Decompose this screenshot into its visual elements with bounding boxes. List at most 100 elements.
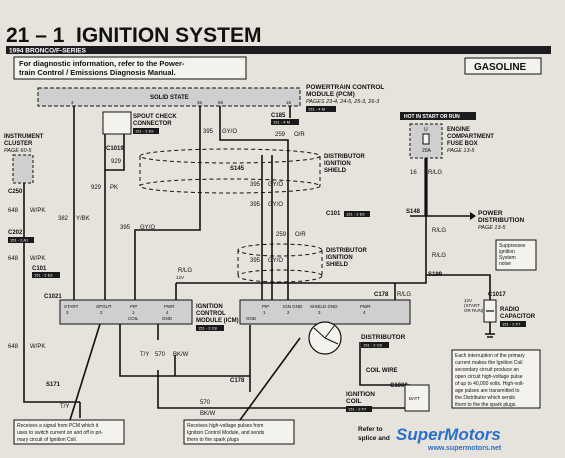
wire-259-f: 259 bbox=[276, 232, 287, 238]
spout-label-1: SPOUT CHECK bbox=[133, 114, 177, 120]
hot-label: HOT IN START OR RUN bbox=[404, 114, 460, 120]
hot-label-bar bbox=[400, 112, 476, 120]
c101-code: 151 - 2 E9 bbox=[34, 273, 53, 278]
wire-gyo-top: GY/O bbox=[222, 129, 237, 135]
ignition-coil bbox=[404, 384, 430, 412]
fuse-20a bbox=[422, 133, 430, 145]
wire-ybk: Y/BK bbox=[76, 216, 90, 222]
svg-text:PWR: PWR bbox=[164, 304, 175, 309]
splice-c250: C250 bbox=[8, 189, 23, 195]
pcm-pages: PAGES 23-4, 24-5, 25-3, 26-3 bbox=[306, 99, 380, 105]
coil-label-1: IGNITION bbox=[346, 391, 375, 398]
wire-gyo-c: GY/O bbox=[140, 225, 155, 231]
wire-wpk-a: W/PK bbox=[30, 208, 45, 214]
pcm-label-2: MODULE (PCM) bbox=[306, 91, 355, 98]
svg-text:them to fire the spark plugs.: them to fire the spark plugs. bbox=[455, 402, 517, 408]
svg-text:Receives a signal from PCM whi: Receives a signal from PCM which it bbox=[17, 423, 99, 429]
wire-382: 382 bbox=[58, 216, 69, 222]
svg-text:IGN GND: IGN GND bbox=[283, 304, 303, 309]
svg-text:Ignition Control Module, and s: Ignition Control Module, and sends bbox=[187, 430, 265, 436]
c185-code-pill bbox=[271, 119, 299, 125]
svg-text:open circuit high-voltage puls: open circuit high-voltage pulse bbox=[455, 374, 523, 380]
svg-text:current makes the Ignition Coi: current makes the Ignition Coil bbox=[455, 360, 523, 366]
distributor-code-pill bbox=[361, 342, 389, 348]
fuse-rating: 20A bbox=[422, 148, 432, 154]
distributor-rotor-arms bbox=[313, 325, 339, 345]
coil-code: 151 - 2 F7 bbox=[348, 407, 367, 412]
svg-text:3: 3 bbox=[66, 310, 69, 315]
hv-note: Receives high-voltage pulses from Igniti… bbox=[187, 423, 265, 443]
svg-text:uses to switch current on and: uses to switch current on and off in pri… bbox=[17, 430, 103, 436]
splice-c101-left: C101 bbox=[32, 266, 47, 272]
radio-cap-code: 151 - 2 F7 bbox=[502, 322, 521, 327]
shield-bottom-label-3: SHIELD bbox=[326, 262, 349, 268]
coil-label-2: COIL bbox=[346, 398, 362, 405]
splice-c1019: C1019 bbox=[106, 146, 124, 152]
icm-start-run-1: 12V bbox=[176, 275, 184, 280]
wire-gyo-e: GY/O bbox=[268, 202, 283, 208]
diagnostic-note-box bbox=[13, 56, 247, 80]
shield-bottom-label-2: IGNITION bbox=[326, 255, 353, 261]
icm-label-1: IGNITION bbox=[196, 304, 223, 310]
svg-text:Each interruption of the prima: Each interruption of the primary bbox=[455, 353, 525, 359]
wire-648-a: 648 bbox=[8, 208, 19, 214]
svg-text:START: START bbox=[64, 304, 79, 309]
page-subtitle: 1994 BRONCO/F-SERIES bbox=[9, 48, 87, 55]
splice-c1017: C1017 bbox=[488, 292, 506, 298]
svg-text:3: 3 bbox=[318, 310, 321, 315]
splice-c1021: C1021 bbox=[44, 294, 62, 300]
wire-rlg-a: R/LG bbox=[428, 170, 442, 176]
diagnostic-note-line-1: For diagnostic information, refer to the… bbox=[19, 59, 185, 68]
c185-code: 151 - 4 M bbox=[273, 120, 290, 125]
fuse-box-label-2: COMPARTMENT bbox=[447, 134, 494, 140]
suppress-2: ignition bbox=[499, 249, 515, 255]
fuse-pin: U bbox=[424, 127, 428, 133]
pcm-solid-state: SOLID STATE bbox=[150, 95, 189, 101]
cluster-label-2: CLUSTER bbox=[4, 141, 33, 147]
pcm-label-1: POWERTRAIN CONTROL bbox=[306, 84, 384, 91]
primary-note-box bbox=[451, 349, 541, 409]
svg-text:of up to 40,000 volts. High-vo: of up to 40,000 volts. High-volt- bbox=[455, 381, 525, 387]
wire-395-d: 395 bbox=[250, 182, 261, 188]
cap-note-3: OR RUN) bbox=[464, 308, 484, 313]
wire-259-top: 259 bbox=[275, 132, 286, 138]
wire-wpk-b: W/PK bbox=[30, 256, 45, 262]
wire-ty-b: T/Y bbox=[60, 404, 69, 410]
wire-ty: T/Y bbox=[140, 352, 149, 358]
pcm-pin-36: 36 bbox=[197, 100, 203, 105]
power-dist-label-2: DISTRIBUTION bbox=[478, 217, 525, 224]
diagnostic-note-line-2: train Control / Emissions Diagnosis Manu… bbox=[19, 68, 176, 77]
pcm-signal-note: Receives a signal from PCM which it uses… bbox=[17, 423, 103, 443]
power-dist-label-1: POWER bbox=[478, 210, 503, 217]
watermark: SuperMotors www.supermotors.net bbox=[396, 425, 502, 452]
coil-wire-label: COIL WIRE bbox=[366, 368, 398, 374]
wire-bkw: BK/W bbox=[173, 352, 189, 358]
suppress-1: Suppresses bbox=[499, 243, 526, 249]
svg-text:PIP: PIP bbox=[262, 304, 269, 309]
spout-label-2: CONNECTOR bbox=[133, 121, 172, 127]
icm-pins: START 3 SPOUT 2 PIP 1 PWR 4 COIL GND bbox=[64, 304, 175, 321]
svg-text:COIL: COIL bbox=[128, 316, 139, 321]
wire-rlg-d: R/LG bbox=[432, 253, 446, 259]
svg-text:PWR: PWR bbox=[360, 304, 371, 309]
distributor-module bbox=[239, 299, 411, 325]
power-dist-page: PAGE 13-5 bbox=[478, 225, 506, 231]
distributor-pins: PIP 1 IGN GND 2 SHIELD GND 3 PWR 4 GND bbox=[246, 304, 371, 321]
svg-text:1: 1 bbox=[132, 310, 135, 315]
svg-text:GND: GND bbox=[246, 316, 257, 321]
svg-text:SHIELD GND: SHIELD GND bbox=[310, 304, 338, 309]
wire-395-top: 395 bbox=[203, 129, 214, 135]
cap-note-1: 12V bbox=[464, 298, 472, 303]
pcm-pin-56: 56 bbox=[218, 100, 224, 105]
fuse-box-label-1: ENGINE bbox=[447, 127, 470, 133]
pcm-code-pill bbox=[306, 106, 336, 112]
wire-570-b: 570 bbox=[200, 400, 211, 406]
svg-text:GND: GND bbox=[162, 316, 173, 321]
radio-cap-label-1: RADIO bbox=[500, 307, 520, 313]
splice-c178-right: C178 bbox=[374, 292, 389, 298]
suppress-3: System bbox=[499, 255, 516, 261]
gasoline-badge-box bbox=[464, 57, 542, 75]
c101-top-code-pill bbox=[344, 211, 370, 217]
